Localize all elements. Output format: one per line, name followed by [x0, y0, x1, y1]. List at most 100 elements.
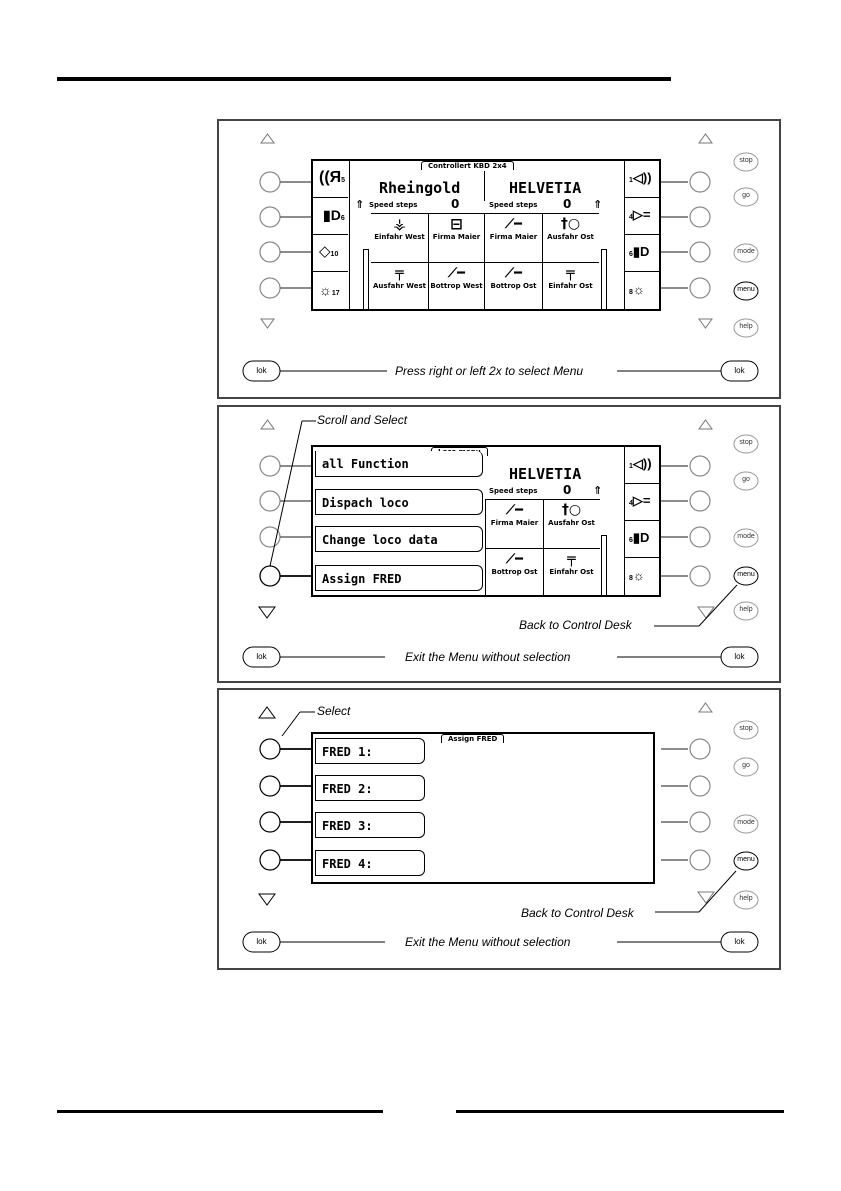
horn-sound-icon[interactable]: 1◁)): [625, 447, 659, 484]
up-arrow-icon[interactable]: [698, 133, 713, 144]
right-key-4[interactable]: [689, 277, 711, 299]
left-key-1[interactable]: [259, 738, 281, 760]
right-key-2[interactable]: [689, 490, 711, 512]
fred-2-item[interactable]: FRED 2:: [315, 775, 425, 801]
signal-cell[interactable]: ⚶Einfahr West: [374, 215, 425, 242]
down-arrow-icon[interactable]: [698, 318, 713, 329]
coupler-icon[interactable]: ◇10: [313, 235, 348, 272]
fn-number: 1: [629, 463, 633, 470]
fn-number: 5: [341, 177, 346, 184]
left-key-4[interactable]: [259, 565, 281, 587]
back-caption: Back to Control Desk: [519, 618, 632, 632]
up-arrow-icon[interactable]: [258, 706, 276, 719]
right-key-1[interactable]: [689, 171, 711, 193]
speed-value-right: 0: [563, 197, 572, 211]
left-key-4[interactable]: [259, 849, 281, 871]
right-key-1[interactable]: [689, 455, 711, 477]
lamp-icon[interactable]: ☼17: [319, 282, 340, 298]
horn-sound-icon[interactable]: 1◁)): [625, 161, 659, 198]
stop-button[interactable]: [733, 152, 759, 172]
lok-right-label: lok: [734, 652, 745, 661]
left-key-4[interactable]: [259, 277, 281, 299]
mode-label: mode: [737, 533, 755, 540]
left-scrollbar[interactable]: [363, 249, 369, 309]
turnout-cell[interactable]: ⟋━Firma Maier: [487, 216, 540, 241]
go-button[interactable]: [733, 471, 759, 491]
menu-button[interactable]: [733, 281, 759, 301]
function-grid: ⟋━Firma Maier †○Ausfahr Ost ⟋━Bottrop Os…: [485, 499, 600, 595]
mode-button[interactable]: [733, 243, 759, 263]
left-key-3[interactable]: [259, 526, 281, 548]
help-button[interactable]: [733, 601, 759, 621]
help-button[interactable]: [733, 890, 759, 910]
mode-button[interactable]: [733, 814, 759, 834]
turnout-cell[interactable]: ⟋━Bottrop Ost: [487, 265, 540, 290]
menu-item-assign-fred[interactable]: Assign FRED: [315, 565, 483, 591]
help-button[interactable]: [733, 318, 759, 338]
turnout-cell[interactable]: ⟋━Bottrop West: [430, 266, 483, 290]
right-key-3[interactable]: [689, 811, 711, 833]
down-arrow-icon[interactable]: [697, 606, 715, 619]
fn-number: 17: [331, 290, 340, 297]
signal-cell[interactable]: ╤Ausfahr West: [373, 265, 426, 290]
down-arrow-icon[interactable]: [258, 893, 276, 906]
up-arrow-icon[interactable]: [698, 702, 713, 713]
horn-icon[interactable]: 4▷=: [625, 484, 659, 521]
down-arrow-icon[interactable]: [258, 606, 276, 619]
left-key-1[interactable]: [259, 171, 281, 193]
signal-cell[interactable]: †○Ausfahr Ost: [545, 502, 598, 527]
stop-button[interactable]: [733, 720, 759, 740]
menu-item-all-function[interactable]: all Function: [315, 451, 483, 477]
left-key-2[interactable]: [259, 206, 281, 228]
right-scrollbar[interactable]: [601, 249, 607, 309]
right-fn-column: 1◁)) 4▷= 6▮D 8☼: [624, 447, 659, 595]
down-arrow-icon[interactable]: [260, 318, 275, 329]
right-key-2[interactable]: [689, 775, 711, 797]
left-key-3[interactable]: [259, 811, 281, 833]
signal-cell[interactable]: ╤Einfahr Ost: [544, 265, 597, 290]
go-button[interactable]: [733, 757, 759, 777]
left-key-1[interactable]: [259, 455, 281, 477]
up-arrow-icon[interactable]: [260, 133, 275, 144]
headlight-icon[interactable]: ▮D6: [313, 198, 348, 235]
right-scrollbar[interactable]: [601, 535, 607, 595]
mode-button[interactable]: [733, 528, 759, 548]
menu-button[interactable]: [733, 851, 759, 871]
left-key-2[interactable]: [259, 490, 281, 512]
left-key-3[interactable]: [259, 241, 281, 263]
turnout-cell[interactable]: ⟋━Firma Maier: [488, 502, 541, 527]
stop-button[interactable]: [733, 434, 759, 454]
signal-cell[interactable]: †○Ausfahr Ost: [544, 216, 597, 241]
turnout-cell[interactable]: ⟋━Bottrop Ost: [488, 551, 541, 576]
menu-item-change-loco-data[interactable]: Change loco data: [315, 526, 483, 552]
fred-4-item[interactable]: FRED 4:: [315, 850, 425, 876]
lcd-title: Assign FRED: [441, 734, 505, 743]
fred-3-item[interactable]: FRED 3:: [315, 812, 425, 838]
up-arrow-icon[interactable]: [260, 419, 275, 430]
headlight-icon[interactable]: 6▮D: [625, 235, 659, 272]
fn-number: 4: [629, 500, 633, 507]
signal-cell[interactable]: ╤Einfahr Ost: [545, 551, 598, 576]
signal-cell[interactable]: ⊟Firma Maier: [430, 216, 483, 242]
right-key-4[interactable]: [689, 565, 711, 587]
down-arrow-icon[interactable]: [697, 891, 715, 904]
menu-item-dispach-loco[interactable]: Dispach loco: [315, 489, 483, 515]
right-key-3[interactable]: [689, 526, 711, 548]
menu-button[interactable]: [733, 566, 759, 586]
go-button[interactable]: [733, 187, 759, 207]
turnout-icon: ⟋━: [506, 503, 523, 518]
horn-icon[interactable]: 4▷=: [625, 198, 659, 235]
left-key-2[interactable]: [259, 775, 281, 797]
fn-number: 4: [629, 214, 633, 221]
right-key-4[interactable]: [689, 849, 711, 871]
right-key-1[interactable]: [689, 738, 711, 760]
lamp-icon[interactable]: 8☼: [629, 282, 645, 297]
fred-1-item[interactable]: FRED 1:: [315, 738, 425, 764]
turnout-icon: ⟋━: [505, 266, 522, 281]
up-arrow-icon[interactable]: [698, 419, 713, 430]
right-key-3[interactable]: [689, 241, 711, 263]
lamp-icon[interactable]: 8☼: [629, 568, 645, 583]
sound-icon[interactable]: ((Я5: [313, 161, 348, 198]
headlight-icon[interactable]: 6▮D: [625, 521, 659, 558]
right-key-2[interactable]: [689, 206, 711, 228]
